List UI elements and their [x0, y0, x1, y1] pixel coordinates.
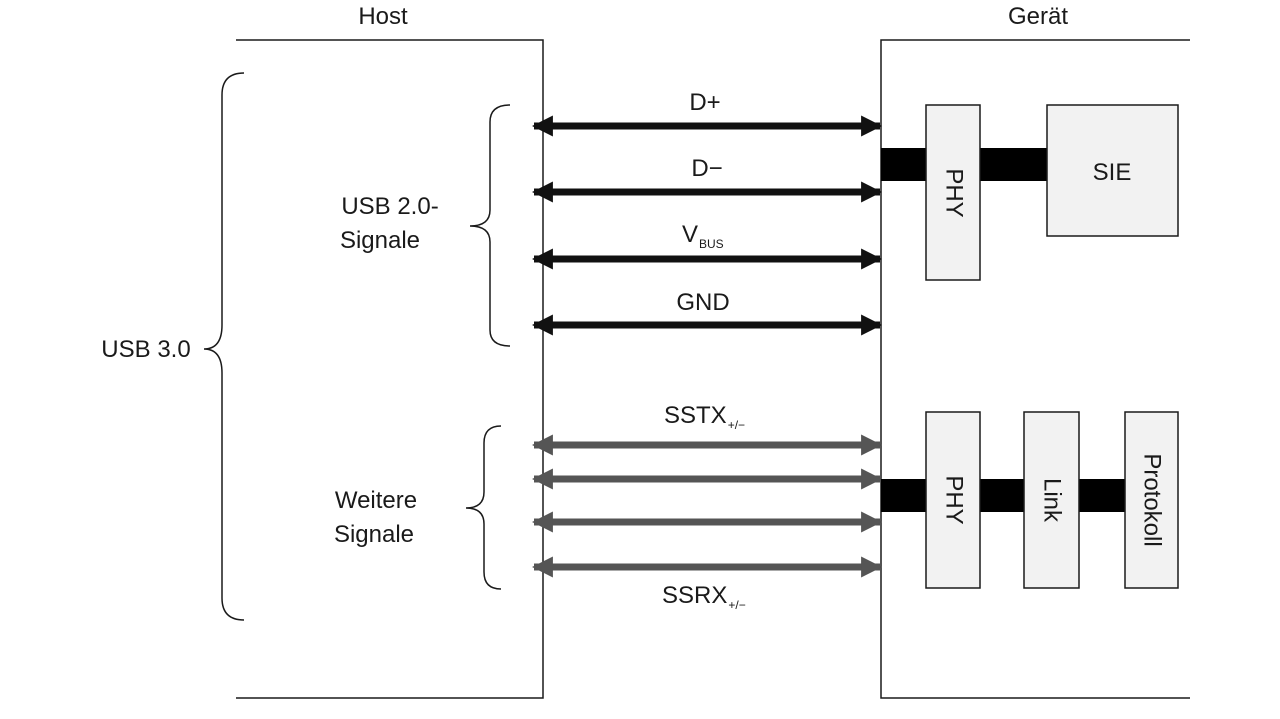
device-label: Gerät: [1008, 3, 1068, 30]
phy-ss-label: PHY: [941, 475, 968, 524]
other-brace: [465, 425, 502, 590]
usb20-brace: [469, 104, 511, 347]
other-label-line1: Weitere: [335, 487, 417, 514]
protokoll-label: Protokoll: [1139, 453, 1166, 546]
dplus-label: D+: [689, 89, 720, 116]
link-label: Link: [1039, 478, 1066, 523]
vbus-main: V: [682, 221, 698, 248]
protokoll-block: [1124, 411, 1179, 589]
gnd-label: GND: [676, 289, 729, 316]
dminus-label: D−: [691, 155, 722, 182]
host-frame: [236, 39, 544, 699]
usb20-label-line2: Signale: [340, 227, 420, 254]
sie-label: SIE: [1093, 159, 1132, 186]
vbus-label: VBUS: [682, 221, 724, 251]
device-frame: [880, 39, 1190, 699]
sstx-label: SSTX+/−: [664, 402, 745, 432]
ss-connector-mid: [980, 479, 1024, 512]
link-block: [1023, 411, 1080, 589]
usb30-label: USB 3.0: [101, 336, 190, 363]
ss-connector-right: [1079, 479, 1125, 512]
phy-usb2-label: PHY: [941, 168, 968, 217]
vbus-sub: BUS: [699, 237, 724, 251]
ssrx-label: SSRX+/−: [662, 582, 746, 612]
ss-connector-left: [881, 479, 926, 512]
sie-block: [1046, 104, 1179, 237]
sstx-sub: +/−: [728, 418, 745, 432]
ssrx-main: SSRX: [662, 582, 727, 609]
host-label: Host: [358, 3, 408, 30]
sstx-main: SSTX: [664, 402, 727, 429]
phy-usb2-block: [925, 104, 981, 281]
usb30-brace: [203, 72, 245, 621]
other-label-line2: Signale: [334, 521, 414, 548]
phy-ss-block: [925, 411, 981, 589]
usb2-connector-left: [881, 148, 926, 181]
ssrx-sub: +/−: [728, 598, 745, 612]
usb20-label-line1: USB 2.0-: [341, 193, 438, 220]
usb2-connector-mid: [980, 148, 1047, 181]
